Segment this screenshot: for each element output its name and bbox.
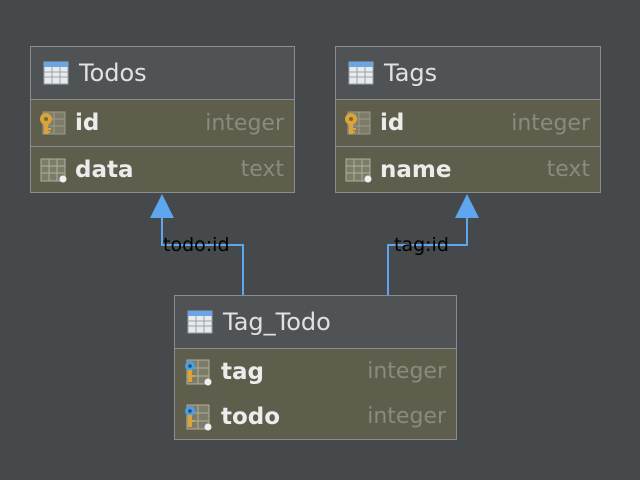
table-header: Tags	[336, 47, 600, 100]
column-icon	[40, 158, 67, 182]
relation-arrow-tags	[455, 194, 479, 218]
table-icon	[348, 61, 374, 85]
column-row[interactable]: data text	[31, 146, 294, 192]
column-row[interactable]: tag integer	[175, 349, 456, 394]
relation-label-todo-id: todo:id	[163, 234, 230, 256]
column-name: id	[380, 110, 405, 136]
table-todos[interactable]: Todos id integer data text	[30, 46, 295, 193]
column-type: integer	[511, 110, 590, 136]
column-type: integer	[367, 404, 446, 429]
column-name: todo	[221, 403, 281, 430]
relation-label-tag-id: tag:id	[394, 234, 449, 256]
primary-key-icon	[40, 111, 66, 135]
table-title: Tags	[384, 59, 438, 87]
table-header: Tag_Todo	[175, 296, 456, 349]
relation-arrow-todos	[150, 194, 174, 218]
column-name: tag	[221, 358, 264, 385]
column-icon	[345, 158, 372, 182]
column-type: integer	[205, 110, 284, 136]
column-type: text	[546, 157, 590, 182]
primary-key-icon	[345, 111, 371, 135]
column-type: text	[240, 157, 284, 182]
table-header: Todos	[31, 47, 294, 100]
table-tags[interactable]: Tags id integer name text	[335, 46, 601, 193]
column-row[interactable]: id integer	[336, 100, 600, 146]
column-name: name	[380, 156, 452, 183]
table-icon	[187, 310, 213, 334]
table-icon	[43, 61, 69, 85]
column-name: id	[75, 110, 100, 136]
foreign-key-icon	[185, 404, 212, 430]
column-row[interactable]: id integer	[31, 100, 294, 146]
relation-line-tag[interactable]	[387, 208, 468, 296]
column-name: data	[75, 156, 134, 183]
column-row[interactable]: todo integer	[175, 394, 456, 439]
relation-line-todo[interactable]	[161, 208, 244, 296]
column-row[interactable]: name text	[336, 146, 600, 192]
foreign-key-icon	[185, 359, 212, 385]
table-tag-todo[interactable]: Tag_Todo tag integer todo integer	[174, 295, 457, 440]
table-title: Tag_Todo	[223, 308, 331, 336]
table-title: Todos	[79, 59, 147, 87]
column-type: integer	[367, 359, 446, 384]
